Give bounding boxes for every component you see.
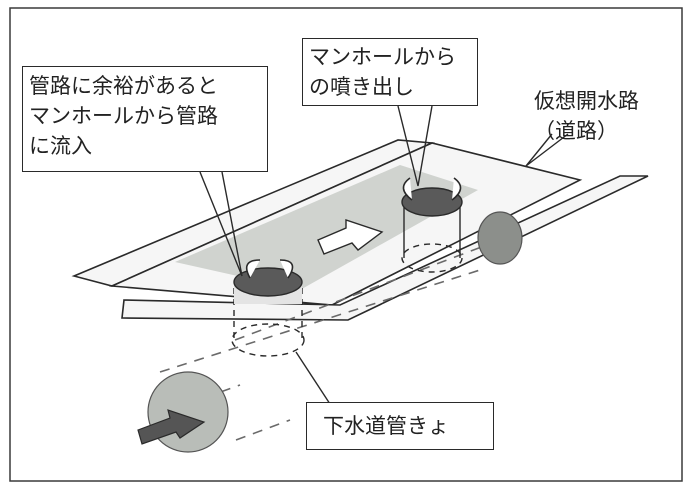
manhole-inflow — [231, 259, 305, 357]
label-line: （道路） — [534, 119, 618, 143]
callout-sewer-pipe: 下水道管きょ — [306, 402, 494, 450]
pipe-section-right — [477, 211, 523, 265]
callout-line: マンホールから管路 — [29, 104, 218, 128]
pipe-section-left — [147, 371, 229, 453]
leader-lines — [199, 105, 569, 405]
callout-manhole-inflow: 管路に余裕があると マンホールから管路 に流入 — [22, 66, 268, 172]
callout-manhole-outflow: マンホールから の噴き出し — [302, 38, 478, 106]
manhole-outflow — [401, 177, 463, 273]
callout-line: に流入 — [29, 134, 92, 158]
flow-direction-arrow — [317, 219, 384, 255]
label-virtual-channel: 仮想開水路 （道路） — [534, 86, 639, 146]
label-line: 仮想開水路 — [534, 89, 639, 113]
callout-line: マンホールから — [309, 45, 456, 69]
callout-line: 下水道管きょ — [323, 414, 449, 438]
water-flow-area — [175, 165, 478, 290]
callout-line: 管路に余裕があると — [29, 74, 218, 98]
callout-line: の噴き出し — [309, 75, 414, 99]
pipe-outflow-arrow — [137, 409, 206, 445]
